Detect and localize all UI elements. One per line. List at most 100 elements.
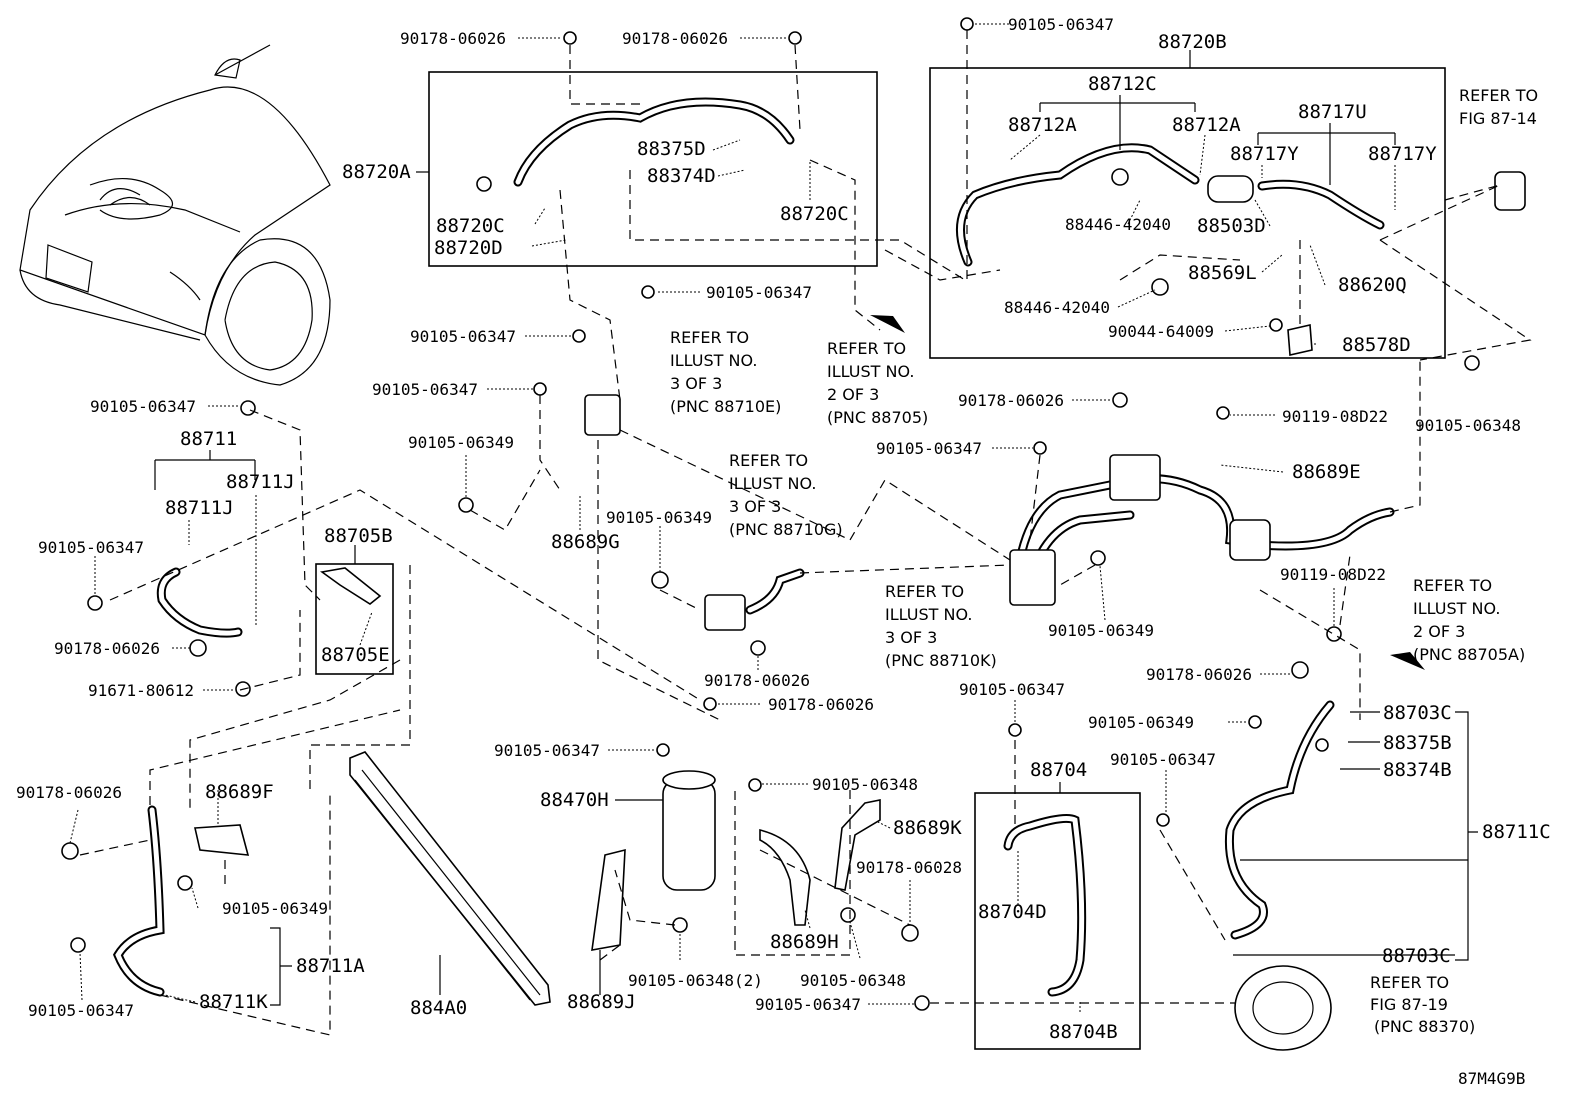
label-88717Y-a: 88717Y bbox=[1230, 143, 1299, 165]
ref-88705-line2: ILLUST NO. bbox=[827, 362, 914, 381]
label-88374B: 88374B bbox=[1383, 759, 1452, 781]
label-88717Y-b: 88717Y bbox=[1368, 143, 1437, 165]
label-88470H: 88470H bbox=[540, 789, 609, 811]
ref-88710E-line3: 3 OF 3 bbox=[670, 374, 722, 393]
label-88720D: 88720D bbox=[434, 237, 503, 259]
label-90178-06026-a: 90178-06026 bbox=[400, 29, 506, 48]
label-88446-42040-a: 88446-42040 bbox=[1065, 215, 1171, 234]
label-90105-06347-c: 90105-06347 bbox=[410, 327, 516, 346]
label-88711K: 88711K bbox=[199, 991, 268, 1013]
label-90178-06026-c: 90178-06026 bbox=[958, 391, 1064, 410]
ref-fig-87-14-line1: REFER TO bbox=[1459, 86, 1538, 105]
label-88375B: 88375B bbox=[1383, 732, 1452, 754]
label-88712A-a: 88712A bbox=[1008, 114, 1077, 136]
label-90105-06349-c: 90105-06349 bbox=[1048, 621, 1154, 640]
label-91671-80612: 91671-80612 bbox=[88, 681, 194, 700]
label-90178-06026-e: 90178-06026 bbox=[704, 671, 810, 690]
ref-88710K-line1: REFER TO bbox=[885, 582, 964, 601]
label-90105-06349-d: 90105-06349 bbox=[1088, 713, 1194, 732]
label-88717U: 88717U bbox=[1298, 101, 1367, 123]
pipes bbox=[112, 97, 1395, 997]
label-88374D: 88374D bbox=[647, 165, 716, 187]
label-88689K: 88689K bbox=[893, 817, 962, 839]
label-90105-06347-b: 90105-06347 bbox=[706, 283, 812, 302]
label-90105-06347-g: 90105-06347 bbox=[38, 538, 144, 557]
label-88689E: 88689E bbox=[1292, 461, 1361, 483]
ref-88710K-line4: (PNC 88710K) bbox=[885, 651, 997, 670]
label-90105-06349-b: 90105-06349 bbox=[606, 508, 712, 527]
label-90105-06347-k: 90105-06347 bbox=[755, 995, 861, 1014]
label-88620Q: 88620Q bbox=[1338, 274, 1407, 296]
label-90105-06347-f: 90105-06347 bbox=[90, 397, 196, 416]
ref-88710G-line2: ILLUST NO. bbox=[729, 474, 816, 493]
label-88689J: 88689J bbox=[567, 991, 636, 1013]
label-90119-08D22-a: 90119-08D22 bbox=[1282, 407, 1388, 426]
label-90105-06347-e: 90105-06347 bbox=[876, 439, 982, 458]
label-90105-06347-d: 90105-06347 bbox=[372, 380, 478, 399]
ref-88705A-line1: REFER TO bbox=[1413, 576, 1492, 595]
ref-fig-87-19-line1: REFER TO bbox=[1370, 973, 1449, 992]
label-88711J-b: 88711J bbox=[165, 497, 234, 519]
label-88720C-a: 88720C bbox=[436, 215, 505, 237]
label-88689F: 88689F bbox=[205, 781, 274, 803]
label-88705B: 88705B bbox=[324, 525, 393, 547]
ref-88710E-line1: REFER TO bbox=[670, 328, 749, 347]
label-90105-06348-c: 90105-06348 bbox=[800, 971, 906, 990]
label-88703C-b: 88703C bbox=[1382, 945, 1451, 967]
label-90044-64009: 90044-64009 bbox=[1108, 322, 1214, 341]
ref-88705A-line3: 2 OF 3 bbox=[1413, 622, 1465, 641]
arrow-to-ref-88705A bbox=[1390, 652, 1425, 670]
ref-88705-line3: 2 OF 3 bbox=[827, 385, 879, 404]
refer-notes: REFER TO ILLUST NO. 3 OF 3 (PNC 88710E) … bbox=[670, 86, 1538, 1036]
label-88720A: 88720A bbox=[342, 161, 411, 183]
label-90105-06347-top: 90105-06347 bbox=[1008, 15, 1114, 34]
label-88689H: 88689H bbox=[770, 931, 839, 953]
label-90178-06028: 90178-06028 bbox=[856, 858, 962, 877]
label-90105-06347-l: 90105-06347 bbox=[28, 1001, 134, 1020]
arrow-to-ref-88705 bbox=[870, 315, 905, 333]
ref-88710E-line4: (PNC 88710E) bbox=[670, 397, 781, 416]
label-88569L: 88569L bbox=[1188, 262, 1257, 284]
label-90119-08D22-b: 90119-08D22 bbox=[1280, 565, 1386, 584]
ref-88710G-line4: (PNC 88710G) bbox=[729, 520, 843, 539]
box-88704 bbox=[974, 792, 1141, 1050]
label-90105-06347-i: 90105-06347 bbox=[1110, 750, 1216, 769]
ref-88705A-line4: (PNC 88705A) bbox=[1413, 645, 1525, 664]
label-90178-06026-d: 90178-06026 bbox=[54, 639, 160, 658]
diagram-code: 87M4G9B bbox=[1458, 1069, 1525, 1088]
relation-lines bbox=[79, 30, 1532, 1036]
ref-88710G-line1: REFER TO bbox=[729, 451, 808, 470]
label-88503D: 88503D bbox=[1197, 215, 1266, 237]
ref-88705-line1: REFER TO bbox=[827, 339, 906, 358]
ref-fig-87-19-line3: (PNC 88370) bbox=[1374, 1017, 1475, 1036]
label-90178-06026-b: 90178-06026 bbox=[622, 29, 728, 48]
label-88705E: 88705E bbox=[321, 644, 390, 666]
label-88711C: 88711C bbox=[1482, 821, 1551, 843]
label-88704B: 88704B bbox=[1049, 1021, 1118, 1043]
ref-88710E-line2: ILLUST NO. bbox=[670, 351, 757, 370]
label-88704D: 88704D bbox=[978, 901, 1047, 923]
label-90178-06026-h: 90178-06026 bbox=[16, 783, 122, 802]
ref-88710K-line2: ILLUST NO. bbox=[885, 605, 972, 624]
ref-fig-87-14-line2: FIG 87-14 bbox=[1459, 109, 1537, 128]
label-88712C: 88712C bbox=[1088, 73, 1157, 95]
components bbox=[61, 17, 1526, 1051]
label-88703C-a: 88703C bbox=[1383, 702, 1452, 724]
receiver-88470H-shape bbox=[662, 779, 716, 891]
label-88720B: 88720B bbox=[1158, 31, 1227, 53]
leader-lines bbox=[69, 23, 1478, 1012]
label-88578D: 88578D bbox=[1342, 334, 1411, 356]
ref-88710K-line3: 3 OF 3 bbox=[885, 628, 937, 647]
part-labels: 90178-06026 90178-06026 90105-06347 8872… bbox=[16, 15, 1551, 1088]
label-90105-06347-h: 90105-06347 bbox=[959, 680, 1065, 699]
label-90105-06349-a: 90105-06349 bbox=[408, 433, 514, 452]
ref-88705-line4: (PNC 88705) bbox=[827, 408, 928, 427]
label-884A0: 884A0 bbox=[410, 997, 467, 1019]
label-88689G: 88689G bbox=[551, 531, 620, 553]
ref-88710G-line3: 3 OF 3 bbox=[729, 497, 781, 516]
label-88711: 88711 bbox=[180, 428, 237, 450]
label-90105-06348-2: 90105-06348(2) bbox=[628, 971, 763, 990]
compressor-shape bbox=[1234, 965, 1332, 1051]
